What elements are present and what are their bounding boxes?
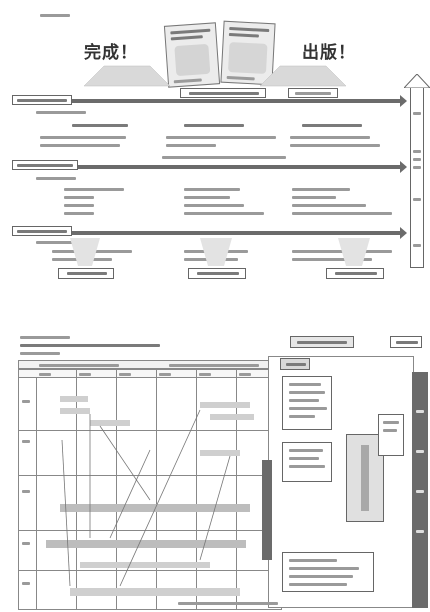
gantt-col-line <box>196 369 197 610</box>
row2-col2-line1 <box>184 188 240 191</box>
gantt-bar <box>200 450 240 456</box>
row2-col1-line4 <box>64 212 94 215</box>
gantt-row-label <box>22 490 30 493</box>
gantt-row-label <box>22 400 30 403</box>
top-right-box <box>288 88 338 98</box>
row2-col2-line3 <box>184 204 244 207</box>
right-axis-label-4 <box>413 166 421 169</box>
process-diagram: 完成！ 出版！ <box>0 0 430 290</box>
right-panel-large-block <box>346 434 384 522</box>
gantt-row-label <box>22 582 30 585</box>
right-panel-small-box <box>378 414 404 456</box>
heading-publish: 出版！ <box>302 43 356 63</box>
gantt-row-line <box>18 475 282 476</box>
vertical-side-bar-mark <box>416 450 424 453</box>
row1-col1-title <box>72 124 128 127</box>
row2-col3-line4 <box>292 212 392 215</box>
row2-col3-line3 <box>292 204 366 207</box>
row2-col3-line1 <box>292 188 350 191</box>
row1-caption <box>36 111 86 114</box>
row1-col2-title <box>184 124 244 127</box>
band-1-label <box>12 95 72 105</box>
gantt-row-line <box>18 430 282 431</box>
row2-col2-line4 <box>184 212 264 215</box>
row1-col3-title <box>302 124 362 127</box>
vertical-side-bar-mark <box>416 490 424 493</box>
gantt-arrows <box>61 409 231 587</box>
row2-caption <box>36 177 76 180</box>
right-panel-lower-box <box>282 552 374 592</box>
gantt-bar <box>210 414 254 420</box>
right-axis-label-3 <box>413 158 421 161</box>
gantt-months-row <box>18 369 282 378</box>
gantt-row-label <box>22 542 30 545</box>
band-1 <box>12 99 400 103</box>
band-3-arrow <box>400 227 407 239</box>
right-axis-label-1 <box>413 112 421 115</box>
row2-col1-line3 <box>64 204 94 207</box>
row1-col2-line2 <box>166 144 216 147</box>
right-axis-arrow <box>404 74 430 88</box>
row1-col3-line2 <box>290 144 380 147</box>
right-panel-tag <box>280 358 310 370</box>
right-axis-label-5 <box>413 198 421 201</box>
vertical-side-bar-mark <box>416 410 424 413</box>
row3-col3-line2 <box>292 258 372 261</box>
funnel-shapes <box>83 65 347 87</box>
bottom-box-center <box>188 268 246 279</box>
gantt-bar <box>200 402 250 408</box>
row1-col1-line1 <box>40 136 126 139</box>
gantt-bar <box>60 408 90 414</box>
gantt-footer-text <box>178 602 278 605</box>
right-panel-upper-box <box>282 376 332 430</box>
gantt-bar <box>46 540 246 548</box>
right-panel-vertical-band <box>262 460 272 560</box>
gantt-col-line <box>76 369 77 610</box>
page-label-bar <box>40 14 70 17</box>
band-2-subline <box>162 156 286 159</box>
top-center-box <box>180 88 266 98</box>
row2-col1-line1 <box>64 188 124 191</box>
row2-col2-line2 <box>184 196 230 199</box>
band-2 <box>12 165 400 169</box>
gantt-row-line <box>18 570 282 571</box>
band-3-label <box>12 226 72 236</box>
bottom-box-right <box>326 268 384 279</box>
bottom-box-left <box>58 268 114 279</box>
gantt-bar <box>90 420 130 426</box>
row1-col2-line1 <box>166 136 276 139</box>
gantt-top-box-1 <box>290 336 354 348</box>
row1-col1-line2 <box>40 144 120 147</box>
gantt-col-line <box>116 369 117 610</box>
band-2-label <box>12 160 78 170</box>
gantt-bar <box>60 396 88 402</box>
row3-caption <box>36 241 76 244</box>
gantt-top-box-2 <box>390 336 422 348</box>
heading-complete: 完成！ <box>84 43 138 63</box>
right-axis-label-2 <box>413 150 421 153</box>
row1-col3-line1 <box>290 136 370 139</box>
band-3 <box>12 231 400 235</box>
gantt-col-line <box>236 369 237 610</box>
gantt-row-line <box>18 530 282 531</box>
right-axis-label-6 <box>413 244 421 247</box>
band-2-arrow <box>400 161 407 173</box>
gantt-bar <box>80 562 210 568</box>
down-arrows <box>70 238 370 266</box>
row2-col1-line2 <box>64 196 94 199</box>
gantt-col-line <box>36 378 37 610</box>
gantt-row-label <box>22 440 30 443</box>
gantt-caption-1 <box>20 336 70 339</box>
gantt-bar <box>70 588 240 596</box>
gantt-chart <box>0 330 430 612</box>
row2-col3-line2 <box>292 196 336 199</box>
gantt-bar <box>60 504 250 512</box>
vertical-side-bar-mark <box>416 530 424 533</box>
gantt-title <box>20 344 160 347</box>
band-1-arrow <box>400 95 407 107</box>
right-panel-mid-box <box>282 442 332 482</box>
gantt-caption-2 <box>20 352 60 355</box>
gantt-col-line <box>156 369 157 610</box>
